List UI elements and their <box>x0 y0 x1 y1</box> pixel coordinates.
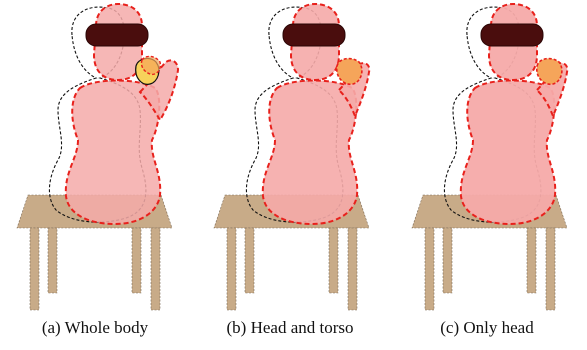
visor-icon <box>86 24 148 46</box>
caption-head-and-torso: (b) Head and torso <box>195 318 385 338</box>
panel-whole-body <box>17 4 178 310</box>
panel-only-head <box>412 4 567 310</box>
panel-head-and-torso <box>214 4 369 310</box>
visor-icon <box>481 24 543 46</box>
caption-only-head: (c) Only head <box>392 318 582 338</box>
visor-icon <box>283 24 345 46</box>
caption-whole-body: (a) Whole body <box>0 318 190 338</box>
hand-icon <box>337 59 362 85</box>
hand-icon <box>537 59 562 85</box>
